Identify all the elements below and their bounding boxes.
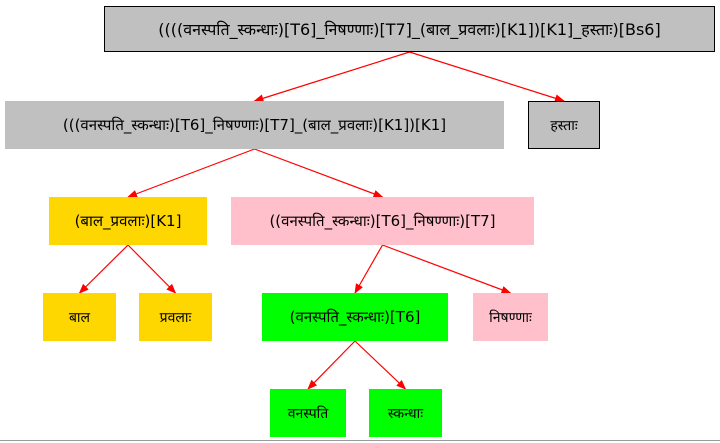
node-bala: बाल	[43, 293, 116, 341]
node-nishannah: निषण्णाः	[473, 293, 548, 341]
edge-bala_pravala-to-bala	[78, 244, 129, 294]
node-t6-compound: (वनस्पति_स्कन्धाः)[T6]	[262, 293, 448, 341]
bottom-divider	[0, 440, 720, 441]
edge-t7_compound-to-t6_compound	[354, 244, 384, 294]
edge-left_compound-to-t7_compound	[254, 148, 384, 198]
node-label: निषण्णाः	[489, 309, 532, 326]
node-label: (वनस्पति_स्कन्धाः)[T6]	[289, 308, 421, 326]
node-t7-compound: ((वनस्पति_स्कन्धाः)[T6]_निषण्णाः)[T7]	[231, 197, 534, 245]
node-skandhah: स्कन्धाः	[369, 389, 442, 437]
edge-t6_compound-to-skandhah	[354, 340, 407, 390]
node-label: हस्ताः	[550, 117, 578, 134]
node-label: वनस्पति	[287, 405, 329, 422]
node-label: बाल	[68, 309, 91, 326]
node-left-compound: (((वनस्पति_स्कन्धाः)[T6]_निषण्णाः)[T7]_(…	[5, 101, 504, 149]
edge-left_compound-to-bala_pravala	[127, 148, 255, 198]
node-pravalah: प्रवलाः	[139, 293, 212, 341]
edge-t6_compound-to-vanaspati	[307, 340, 356, 390]
node-hastah: हस्ताः	[528, 101, 600, 149]
node-bala-pravala-compound: (बाल_प्रवलाः)[K1]	[49, 197, 207, 245]
edge-root-to-left_compound	[253, 51, 410, 103]
node-label: स्कन्धाः	[387, 405, 424, 422]
node-label: (बाल_प्रवलाः)[K1]	[74, 212, 182, 230]
node-label: ((वनस्पति_स्कन्धाः)[T6]_निषण्णाः)[T7]	[269, 212, 496, 230]
node-label: (((वनस्पति_स्कन्धाः)[T6]_निषण्णाः)[T7]_(…	[62, 116, 447, 134]
node-label: प्रवलाः	[159, 309, 192, 326]
edge-t7_compound-to-nishannah	[382, 244, 512, 294]
edge-bala_pravala-to-pravalah	[127, 244, 177, 294]
node-root-compound: ((((वनस्पति_स्कन्धाः)[T6]_निषण्णाः)[T7]_…	[104, 6, 715, 52]
edge-root-to-hastah	[409, 51, 565, 103]
node-label: ((((वनस्पति_स्कन्धाः)[T6]_निषण्णाः)[T7]_…	[158, 20, 661, 39]
node-vanaspati: वनस्पति	[270, 389, 346, 437]
